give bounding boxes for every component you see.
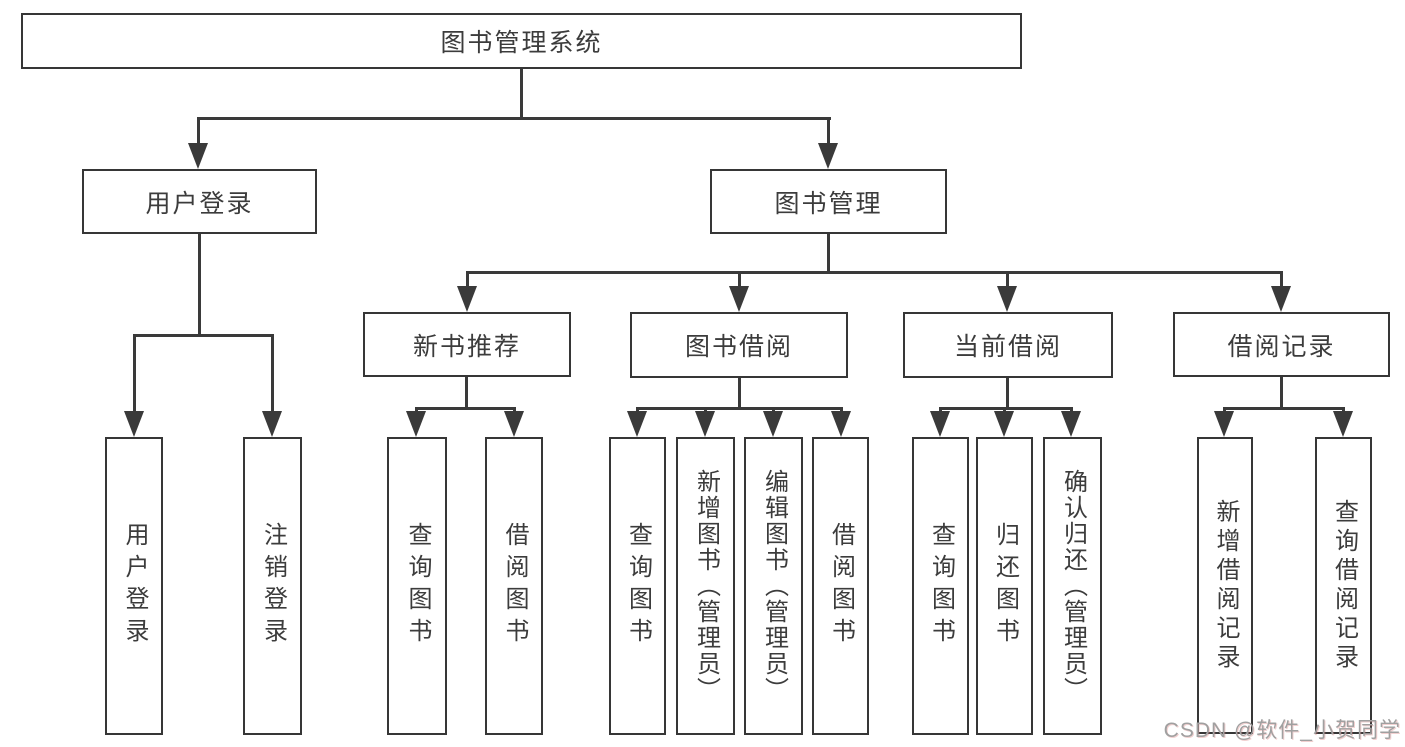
arrow-leaf-query-record [1333, 411, 1353, 437]
node-leaf-return-books: 归还图书 [976, 437, 1033, 735]
connector-root-stem [520, 69, 523, 119]
arrow-new-book-rec [457, 286, 477, 312]
node-leaf-borrow-books-1: 借阅图书 [485, 437, 543, 735]
connector-leaf-logout-drop [271, 334, 274, 414]
arrow-leaf-logout [262, 411, 282, 437]
connector-root-bus [197, 117, 831, 120]
connector-book-borrow-bus [636, 407, 843, 410]
arrow-user-login [188, 143, 208, 169]
connector-user-login-stem [198, 234, 201, 337]
arrow-leaf-borrow1 [504, 411, 524, 437]
arrow-leaf-add-record [1214, 411, 1234, 437]
node-book-borrowing: 图书借阅 [630, 312, 848, 378]
node-leaf-query-borrow-record: 查询借阅记录 [1315, 437, 1372, 734]
node-leaf-borrow-books-2: 借阅图书 [812, 437, 869, 735]
node-current-borrowing: 当前借阅 [903, 312, 1113, 378]
connector-user-login-bus [133, 334, 274, 337]
connector-book-borrow-drop [738, 271, 741, 289]
node-leaf-add-books-admin: 新增图书（管理员） [676, 437, 735, 735]
node-leaf-query-books-2: 查询图书 [609, 437, 666, 735]
node-book-management: 图书管理 [710, 169, 947, 234]
connector-user-login-drop [197, 117, 200, 149]
connector-book-mgmt-bus [466, 271, 1283, 274]
node-leaf-user-login: 用户登录 [105, 437, 163, 735]
arrow-leaf-user-login [124, 411, 144, 437]
arrow-leaf-query3 [930, 411, 950, 437]
node-leaf-logout: 注销登录 [243, 437, 302, 735]
arrow-leaf-add-book [695, 411, 715, 437]
arrow-leaf-edit-book [763, 411, 783, 437]
node-leaf-confirm-return-admin: 确认归还（管理员） [1043, 437, 1102, 735]
node-leaf-add-borrow-record: 新增借阅记录 [1197, 437, 1253, 734]
connector-current-borrow-drop [1006, 271, 1009, 289]
arrow-book-mgmt [818, 143, 838, 169]
node-borrowing-records: 借阅记录 [1173, 312, 1390, 377]
arrow-leaf-query2 [627, 411, 647, 437]
arrow-leaf-confirm [1061, 411, 1081, 437]
arrow-book-borrow [729, 286, 749, 312]
connector-new-book-rec-drop [466, 271, 469, 289]
connector-book-mgmt-drop [827, 117, 830, 149]
arrow-leaf-return [994, 411, 1014, 437]
node-leaf-edit-books-admin: 编辑图书（管理员） [744, 437, 803, 735]
connector-borrow-records-drop [1280, 271, 1283, 289]
node-library-management-system: 图书管理系统 [21, 13, 1022, 69]
node-leaf-query-books-1: 查询图书 [387, 437, 447, 735]
connector-book-mgmt-stem [827, 234, 830, 274]
arrow-current-borrow [997, 286, 1017, 312]
connector-current-borrow-stem [1006, 378, 1009, 410]
node-leaf-query-books-3: 查询图书 [912, 437, 969, 735]
arrow-leaf-borrow2 [831, 411, 851, 437]
connector-current-borrow-bus [939, 407, 1073, 410]
connector-borrow-records-stem [1280, 377, 1283, 410]
connector-new-book-rec-stem [465, 377, 468, 410]
node-new-book-recommendation: 新书推荐 [363, 312, 571, 377]
csdn-watermark: CSDN @软件_小贺同学 [1163, 719, 1401, 742]
connector-leaf-user-login-drop [133, 334, 136, 414]
node-user-login: 用户登录 [82, 169, 317, 234]
connector-book-borrow-stem [738, 378, 741, 410]
arrow-leaf-query1 [406, 411, 426, 437]
connector-new-book-rec-bus [415, 407, 516, 410]
connector-borrow-records-bus [1223, 407, 1344, 410]
arrow-borrow-records [1271, 286, 1291, 312]
